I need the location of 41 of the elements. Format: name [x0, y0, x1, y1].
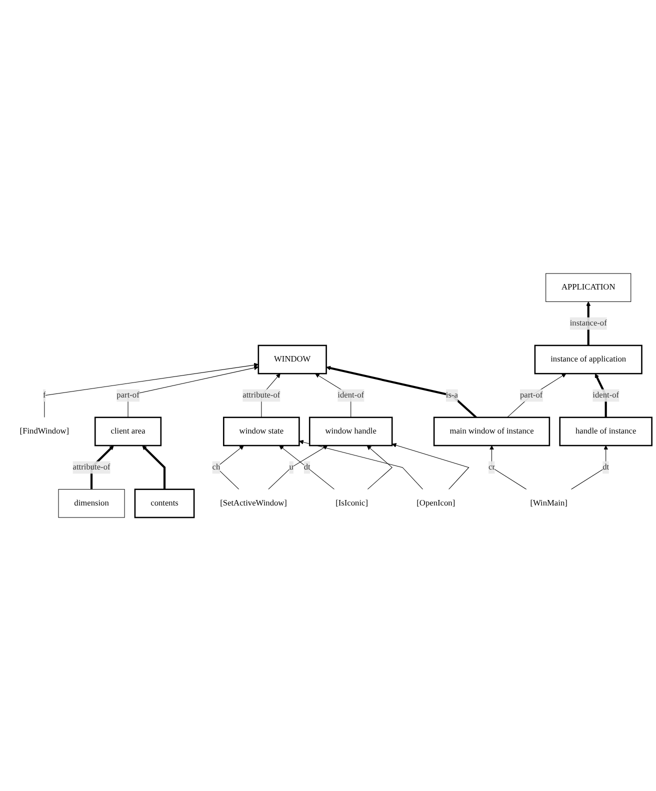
edge-label: dt [304, 462, 310, 472]
edge-label: f [43, 390, 46, 400]
node-text: [FindWindow] [20, 426, 70, 436]
edge-label: attribute-of [72, 462, 110, 472]
edge-label: dt [602, 462, 610, 472]
arrow [326, 366, 477, 418]
node-box: client area [94, 416, 162, 446]
edge-label: attribute-of [242, 390, 280, 400]
arrow [570, 445, 608, 490]
arrow [128, 366, 259, 418]
node-text: [IsIconic] [336, 498, 368, 508]
edge-label: part-of [116, 390, 140, 400]
node-box: APPLICATION [546, 273, 632, 302]
arrow [279, 445, 335, 490]
arrow [142, 445, 166, 490]
arrow [506, 373, 566, 418]
node-box: window handle [308, 416, 393, 446]
node-box: main window of instance [433, 416, 550, 446]
node-text: [OpenIcon] [416, 498, 456, 508]
arrow [298, 440, 424, 490]
arrow [366, 445, 392, 490]
arrow [489, 445, 527, 490]
arrow [392, 443, 470, 490]
node-box: window state [223, 416, 300, 446]
node-box: contents [134, 488, 195, 518]
node-box: instance of application [534, 344, 642, 374]
edge-label: instance-of [570, 318, 607, 328]
node-box: dimension [58, 489, 125, 518]
arrow [268, 445, 328, 490]
edge-label: part-of [520, 390, 543, 400]
node-box: WINDOW [258, 344, 327, 374]
node-box: handle of instance [559, 416, 652, 446]
edge-label: cr [488, 462, 495, 472]
arrow [44, 362, 259, 418]
edge-label: ident-of [592, 390, 620, 400]
edge-label: ident-of [338, 390, 364, 400]
edge-label: is-a [446, 390, 458, 400]
edge-label: u [289, 462, 294, 472]
edge-label: ch [212, 462, 220, 472]
node-text: [SetActiveWindow] [220, 498, 287, 508]
node-text: [WinMain] [530, 498, 568, 508]
